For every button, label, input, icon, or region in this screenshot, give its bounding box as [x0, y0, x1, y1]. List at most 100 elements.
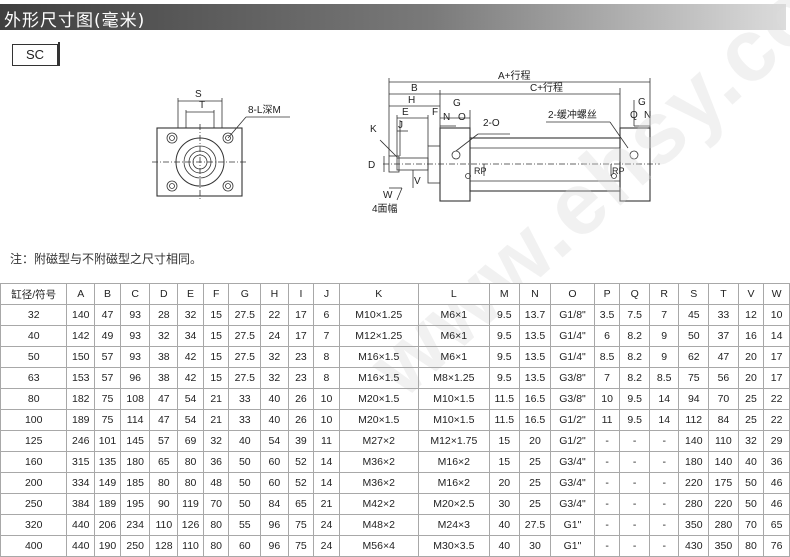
- label-K: K: [370, 124, 377, 135]
- table-cell: 80: [202, 514, 230, 536]
- table-cell: 14: [313, 472, 340, 494]
- table-cell: G1/2": [550, 430, 595, 452]
- table-cell: G1/2": [550, 409, 595, 431]
- table-cell: -: [648, 430, 680, 452]
- table-cell: M16×2: [417, 451, 490, 473]
- table-cell: 315: [66, 451, 96, 473]
- table-cell: M20×1.5: [338, 409, 419, 431]
- table-cell: 320: [0, 514, 68, 536]
- table-cell: 76: [763, 535, 790, 557]
- table-cell: 24: [260, 325, 289, 347]
- table-cell: 32: [737, 430, 765, 452]
- table-cell: 42: [177, 346, 204, 368]
- table-cell: 96: [260, 514, 289, 536]
- table-cell: 63: [0, 367, 68, 389]
- table-cell: 69: [177, 430, 204, 452]
- table-cell: 27.5: [228, 325, 262, 347]
- table-cell: 22: [763, 409, 790, 431]
- table-cell: 9.5: [488, 346, 520, 368]
- table-header-cell: T: [708, 283, 739, 305]
- table-cell: 60: [260, 472, 289, 494]
- table-cell: 7: [648, 304, 680, 326]
- table-header-cell: W: [763, 283, 790, 305]
- label-Q: Q: [630, 110, 638, 121]
- end-view: [152, 98, 290, 200]
- table-cell: 180: [678, 451, 710, 473]
- table-cell: M20×2.5: [417, 493, 490, 515]
- table-cell: 24: [313, 514, 340, 536]
- label-N-right: N: [644, 110, 651, 121]
- table-cell: 36: [202, 451, 230, 473]
- table-cell: M16×1.5: [338, 367, 419, 389]
- table-header-cell: L: [417, 283, 490, 305]
- table-cell: 15: [202, 367, 230, 389]
- table-cell: 26: [287, 409, 315, 431]
- table-cell: 9: [648, 325, 680, 347]
- label-RP-right: RP: [612, 166, 625, 176]
- table-cell: 206: [94, 514, 121, 536]
- table-cell: 195: [119, 493, 151, 515]
- table-cell: 350: [708, 535, 739, 557]
- table-cell: 140: [708, 451, 739, 473]
- note-text: 注：附磁型与不附磁型之尺寸相同。: [10, 252, 203, 266]
- label-F: F: [432, 107, 438, 118]
- table-cell: 189: [66, 409, 96, 431]
- table-cell: 12: [737, 304, 765, 326]
- table-header-cell: G: [228, 283, 262, 305]
- dimension-drawing: S T 8-L深M A+行程 C+行程 B H E F G J K N: [152, 69, 660, 215]
- table-cell: 126: [177, 514, 204, 536]
- table-cell: 246: [66, 430, 96, 452]
- table-cell: 20: [518, 430, 552, 452]
- side-view: [379, 78, 660, 202]
- table-header-cell: S: [678, 283, 710, 305]
- table-cell: 14: [648, 388, 680, 410]
- table-header-cell: M: [488, 283, 520, 305]
- table-cell: 93: [119, 304, 151, 326]
- table-cell: 10: [313, 388, 340, 410]
- table-cell: 94: [678, 388, 710, 410]
- table-cell: 50: [228, 472, 262, 494]
- table-cell: 25: [518, 493, 552, 515]
- table-cell: M12×1.75: [417, 430, 490, 452]
- table-cell: 23: [287, 346, 315, 368]
- table-cell: 34: [177, 325, 204, 347]
- table-cell: 70: [202, 493, 230, 515]
- table-cell: 153: [66, 367, 96, 389]
- table-cell: 33: [228, 409, 262, 431]
- table-cell: 70: [708, 388, 739, 410]
- table-cell: 52: [287, 472, 315, 494]
- table-cell: 13.7: [518, 304, 552, 326]
- table-cell: 47: [708, 346, 739, 368]
- table-cell: 80: [0, 388, 68, 410]
- table-cell: 80: [177, 472, 204, 494]
- table-cell: 15: [202, 304, 230, 326]
- table-cell: 7: [593, 367, 621, 389]
- table-cell: M16×1.5: [338, 346, 419, 368]
- table-cell: M6×1: [417, 325, 490, 347]
- table-cell: 150: [66, 346, 96, 368]
- table-cell: 15: [488, 430, 520, 452]
- table-cell: 27.5: [228, 346, 262, 368]
- table-cell: 60: [260, 451, 289, 473]
- table-cell: 142: [66, 325, 96, 347]
- table-cell: 96: [260, 535, 289, 557]
- label-flats: 4面幅: [372, 202, 398, 215]
- table-cell: 38: [149, 346, 179, 368]
- page-title: 外形尺寸图(毫米): [4, 11, 146, 31]
- label-C: C+行程: [530, 81, 563, 94]
- table-cell: 11.5: [488, 409, 520, 431]
- table-header-cell: K: [338, 283, 419, 305]
- table-cell: G1": [550, 535, 595, 557]
- table-cell: 40: [260, 409, 289, 431]
- table-cell: 32: [202, 430, 230, 452]
- table-cell: 57: [94, 367, 121, 389]
- table-cell: 90: [149, 493, 179, 515]
- table-cell: 50: [737, 493, 765, 515]
- table-cell: 40: [488, 535, 520, 557]
- table-cell: M36×2: [338, 472, 419, 494]
- table-cell: 39: [287, 430, 315, 452]
- table-cell: 250: [0, 493, 68, 515]
